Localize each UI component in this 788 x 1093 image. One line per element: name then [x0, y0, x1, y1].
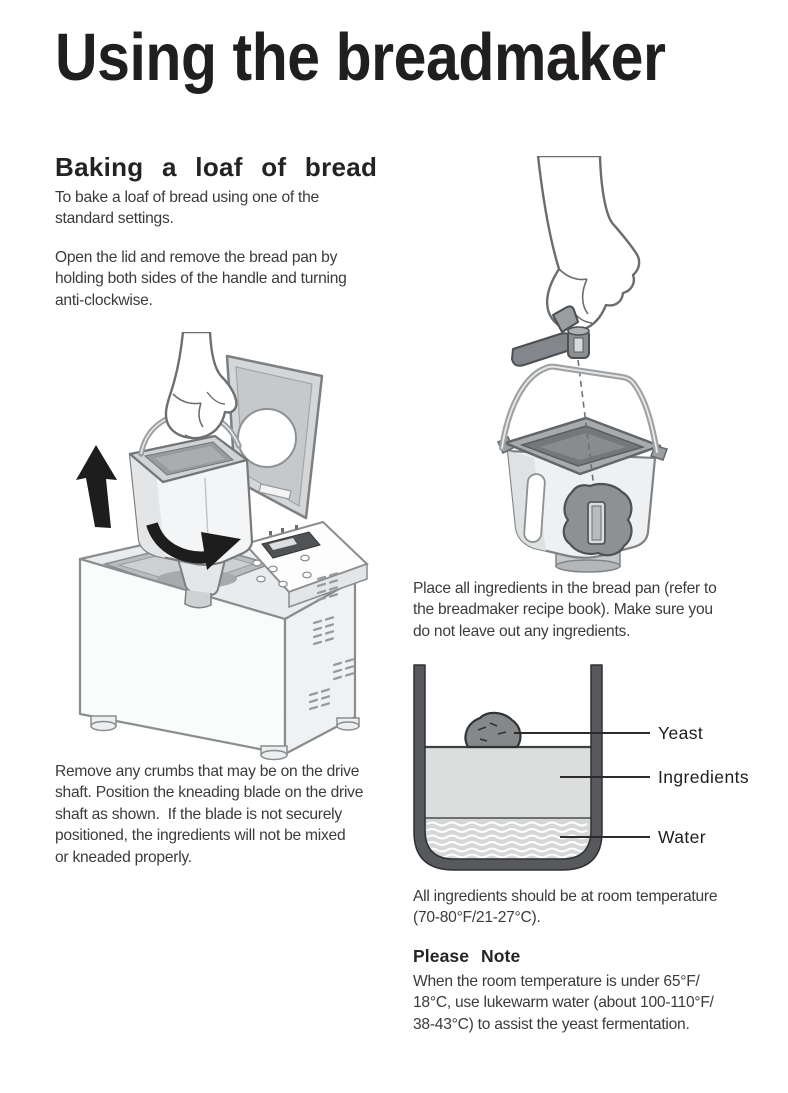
text-line: shaft as shown. If the blade is not secu…: [55, 805, 342, 823]
page-title: Using the breadmaker: [55, 20, 666, 95]
kneading-blade-illustration: [497, 156, 668, 573]
breadmaker-remove-pan-illustration: [76, 332, 369, 761]
pan-cross-section: [413, 664, 603, 871]
paragraph-open-lid: Open the lid and remove the bread pan by…: [55, 247, 347, 311]
paragraph-note-body: When the room temperature is under 65°F/…: [413, 971, 714, 1035]
text-line: When the room temperature is under 65°F/: [413, 973, 700, 990]
machine-feet: [90, 715, 360, 761]
drive-shaft-mount: [562, 482, 633, 557]
bread-pan-handle: [499, 363, 660, 455]
text-line: anti-clockwise.: [55, 291, 153, 309]
breadmaker-lid: [225, 354, 324, 520]
yeast-label: Yeast: [658, 723, 703, 743]
lid-label: [258, 483, 292, 500]
text-line: 18°C, use lukewarm water (about 100-110°…: [413, 994, 714, 1012]
paragraph-kneading-blade: Remove any crumbs that may be on the dri…: [55, 761, 363, 868]
water-waves: [426, 821, 588, 859]
text-line: Remove any crumbs that may be on the dri…: [55, 763, 360, 780]
text-line: All ingredients should be at room temper…: [413, 888, 718, 905]
ingredient-layers-diagram: Yeast Ingredients Water: [413, 664, 749, 871]
kneading-blade: [511, 305, 590, 367]
text-line: shaft. Position the kneading blade on th…: [55, 784, 364, 802]
alignment-dashed-line: [577, 359, 597, 505]
paragraph-room-temperature: All ingredients should be at room temper…: [413, 886, 718, 929]
text-line: (70-80°F/21-27°C).: [413, 909, 541, 927]
text-line: positioned, the ingredients will not be …: [55, 827, 346, 845]
section-heading: Baking a loaf of bread: [55, 152, 378, 182]
text-line: standard settings.: [55, 210, 174, 228]
yeast-lump: [464, 711, 522, 749]
rotate-arrow-icon: [146, 521, 241, 570]
ingredients-layer: [425, 747, 591, 818]
handle-groove: [523, 473, 546, 543]
text-line: the breadmaker recipe book). Make sure y…: [413, 601, 713, 619]
text-line: Open the lid and remove the bread pan by: [55, 249, 338, 266]
text-line: Place all ingredients in the bread pan (…: [413, 580, 717, 597]
lid-window: [237, 408, 297, 468]
label-lines: [514, 732, 650, 838]
hand-lifting-pan: [164, 332, 238, 440]
paragraph-ingredients: Place all ingredients in the bread pan (…: [413, 578, 717, 642]
text-line: do not leave out any ingredients.: [413, 622, 631, 640]
hand-holding-blade: [536, 156, 641, 332]
text-line: or kneaded properly.: [55, 848, 192, 866]
vent-slots: [309, 572, 354, 711]
note-heading: Please Note: [413, 946, 521, 966]
paragraph-intro: To bake a loaf of bread using one of the…: [55, 187, 319, 230]
water-label: Water: [658, 827, 706, 847]
text-line: holding both sides of the handle and tur…: [55, 270, 347, 288]
text-line: 38-43°C) to assist the yeast fermentatio…: [413, 1015, 690, 1033]
text-line: To bake a loaf of bread using one of the: [55, 189, 319, 206]
up-arrow-icon: [76, 445, 117, 528]
ingredients-label: Ingredients: [658, 767, 749, 787]
control-buttons: [252, 554, 312, 588]
